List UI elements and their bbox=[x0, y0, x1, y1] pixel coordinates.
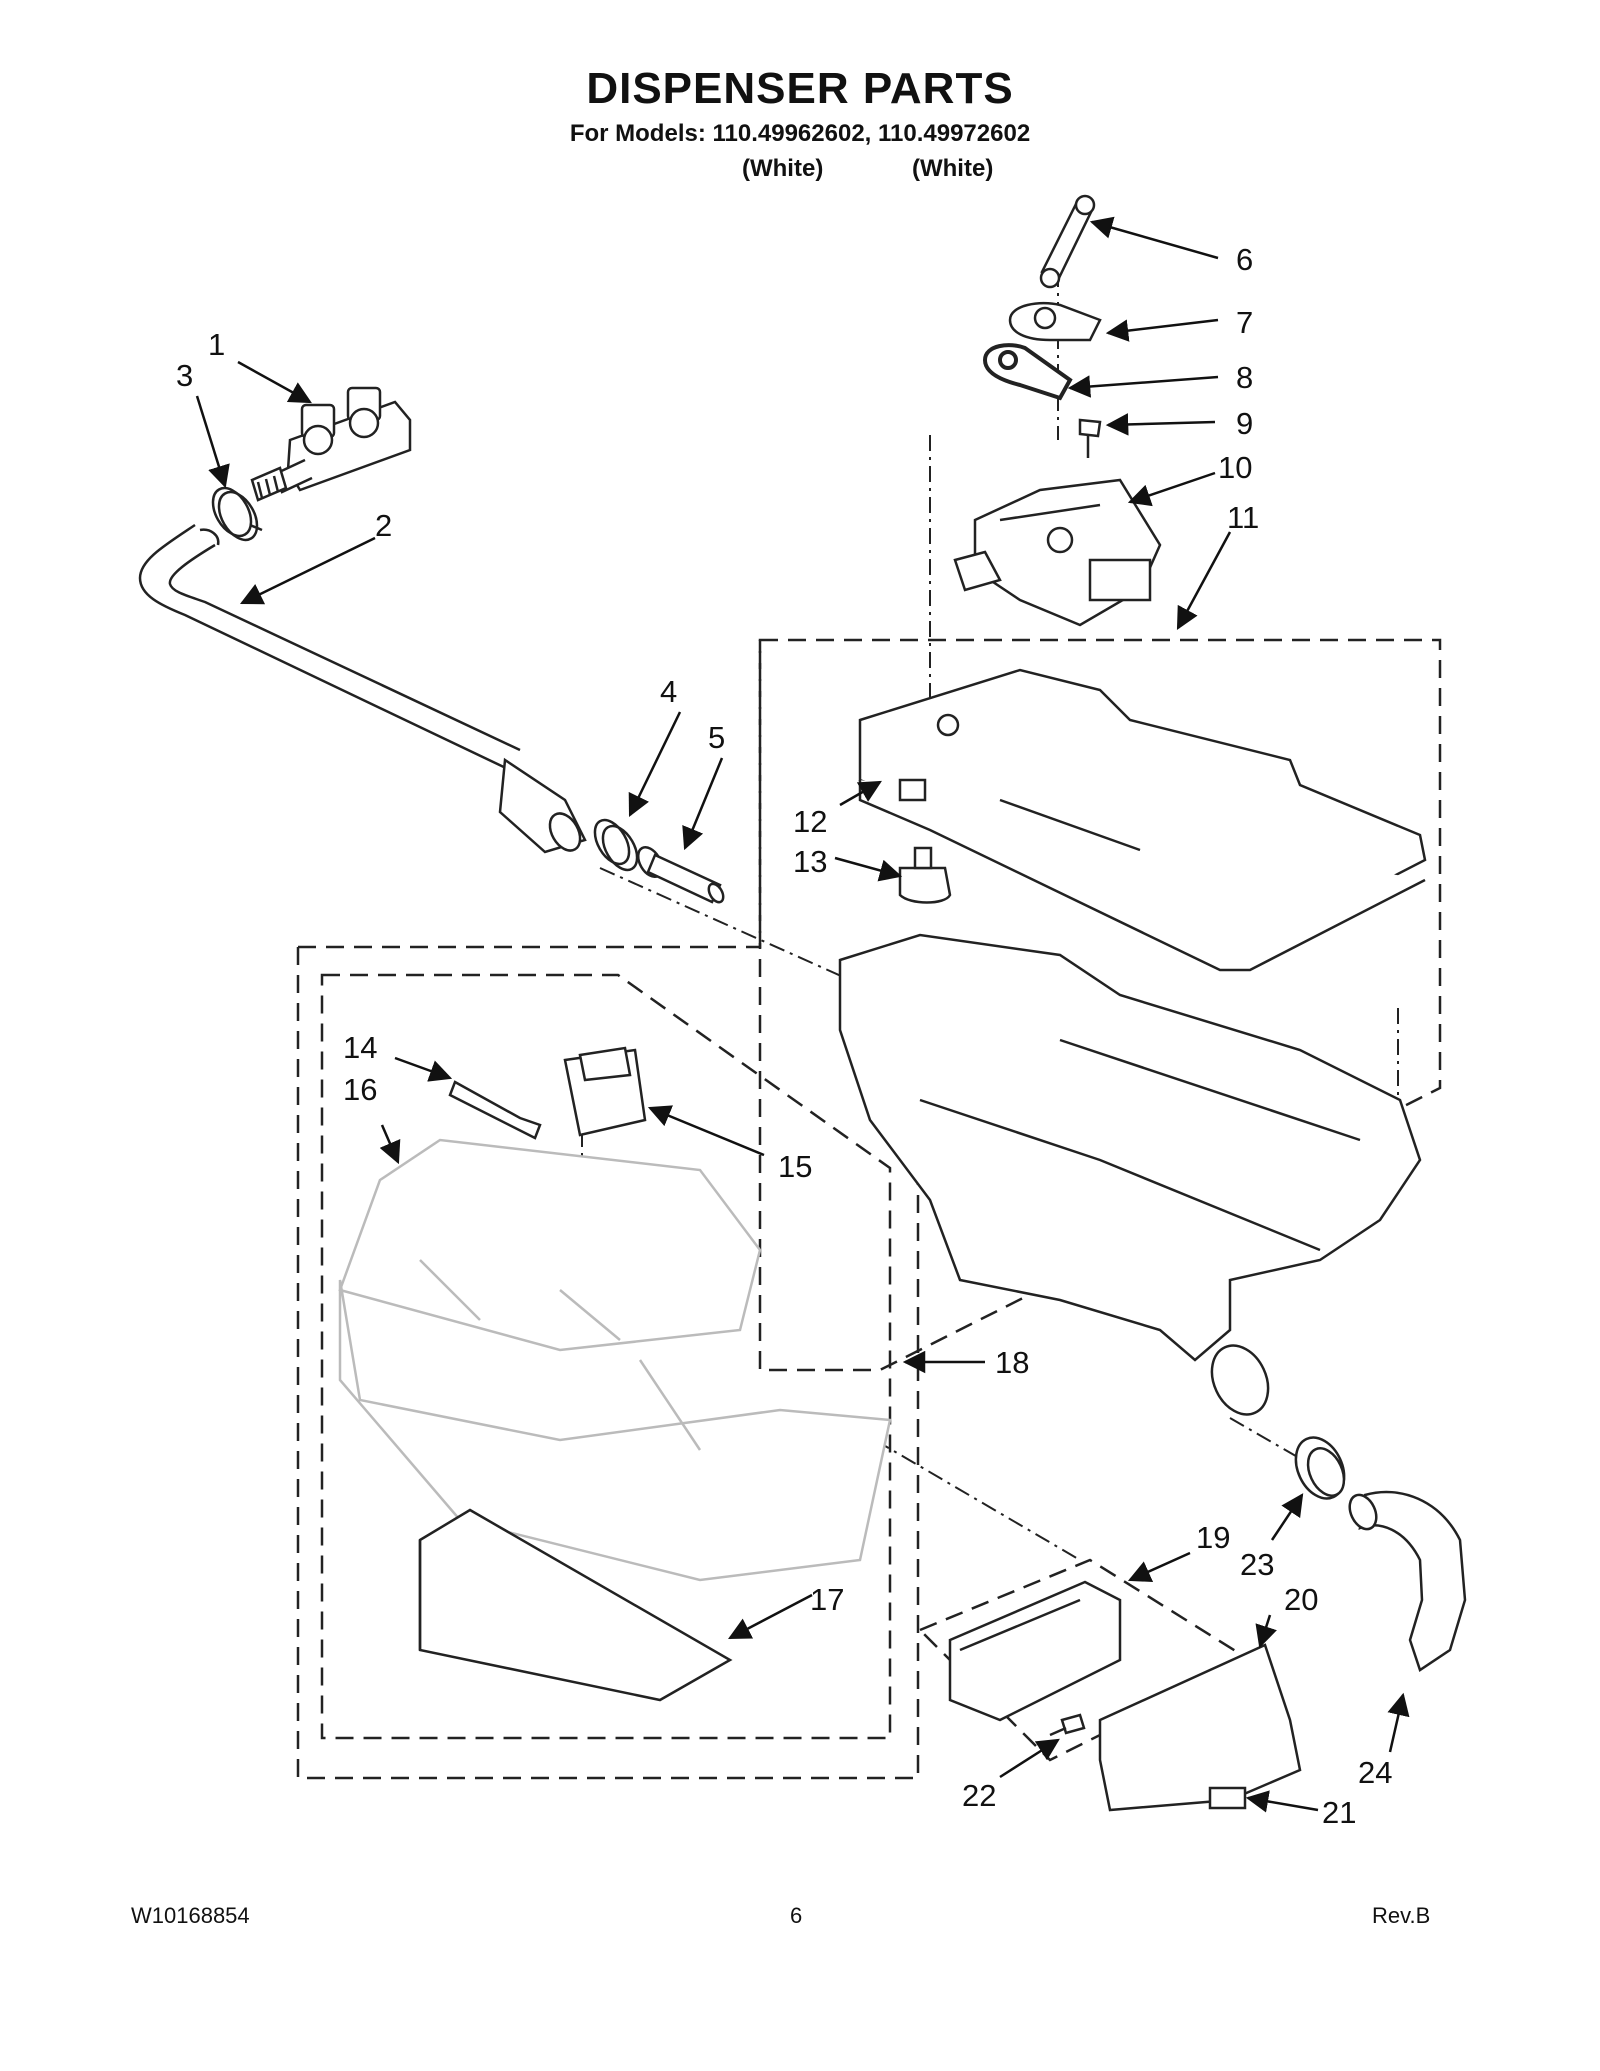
callout-arrows bbox=[195, 216, 1410, 1813]
arrow-20 bbox=[1255, 1614, 1277, 1649]
arrow-3 bbox=[195, 395, 230, 489]
part-2-hose bbox=[138, 523, 587, 854]
callout-23: 23 bbox=[1240, 1547, 1274, 1582]
callout-24: 24 bbox=[1358, 1755, 1392, 1790]
callout-labels: 1 2 3 4 5 6 7 8 9 10 11 12 13 14 16 15 1… bbox=[176, 242, 1392, 1830]
model-color-1: (White) bbox=[742, 155, 824, 182]
revision-label: Rev.B bbox=[1372, 1903, 1431, 1928]
callout-5: 5 bbox=[708, 720, 725, 755]
part-18-dispenser-housing bbox=[838, 933, 1422, 1416]
callout-19: 19 bbox=[1196, 1520, 1230, 1555]
part-20-drawer-front bbox=[1098, 1643, 1302, 1812]
part-13-knob bbox=[898, 846, 952, 904]
model-color-2: (White) bbox=[912, 155, 994, 182]
arrow-16 bbox=[379, 1124, 401, 1165]
arrow-9 bbox=[1105, 413, 1216, 436]
part-24-hose bbox=[1348, 1490, 1467, 1672]
callout-21: 21 bbox=[1322, 1795, 1356, 1830]
part-22-screw bbox=[1049, 1713, 1086, 1737]
part-21-label bbox=[1208, 1786, 1247, 1810]
callout-12: 12 bbox=[793, 804, 827, 839]
part-10-actuator bbox=[953, 478, 1162, 627]
arrow-21 bbox=[1245, 1790, 1319, 1813]
part-8-gasket-plate bbox=[982, 343, 1073, 401]
models-line: For Models: 110.49962602, 110.49972602 bbox=[569, 120, 1031, 147]
part-12-tab bbox=[898, 778, 927, 802]
arrow-5 bbox=[682, 757, 724, 851]
arrow-2 bbox=[239, 536, 376, 605]
callout-7: 7 bbox=[1236, 305, 1253, 340]
part-4-clamp bbox=[593, 818, 639, 872]
part-23-seal bbox=[1294, 1436, 1346, 1500]
callout-13: 13 bbox=[793, 844, 827, 879]
arrow-11 bbox=[1176, 531, 1232, 630]
part-14-clip bbox=[448, 1080, 542, 1140]
arrow-10 bbox=[1127, 471, 1216, 507]
callout-22: 22 bbox=[962, 1778, 996, 1813]
part-9-screw bbox=[1078, 418, 1102, 458]
arrow-24 bbox=[1387, 1692, 1410, 1753]
part-16-drawer-insert bbox=[338, 1138, 892, 1582]
callout-1: 1 bbox=[208, 327, 225, 362]
callout-20: 20 bbox=[1284, 1582, 1318, 1617]
callout-15: 16 bbox=[343, 1072, 377, 1107]
part-3-clamp bbox=[211, 486, 263, 542]
document-number: W10168854 bbox=[131, 1903, 250, 1928]
arrow-22 bbox=[999, 1738, 1060, 1779]
part-17-siphon-cap bbox=[418, 1508, 733, 1702]
callout-4: 4 bbox=[660, 674, 677, 709]
callout-9: 9 bbox=[1236, 406, 1253, 441]
arrow-17 bbox=[728, 1593, 813, 1640]
callout-6: 6 bbox=[1236, 242, 1253, 277]
page-number: 6 bbox=[790, 1903, 803, 1928]
arrow-14 bbox=[394, 1056, 453, 1082]
part-6-link-arm bbox=[1039, 194, 1096, 289]
arrow-23 bbox=[1270, 1493, 1304, 1541]
callout-16: 15 bbox=[778, 1149, 812, 1184]
callout-11: 11 bbox=[1227, 500, 1259, 535]
arrow-6 bbox=[1089, 216, 1219, 260]
part-19-drawer-handle bbox=[948, 1580, 1122, 1722]
callout-17: 17 bbox=[810, 1582, 844, 1617]
callout-3: 3 bbox=[176, 358, 193, 393]
part-1-water-valve bbox=[250, 386, 412, 502]
callout-2: 2 bbox=[375, 508, 392, 543]
callout-8: 8 bbox=[1236, 360, 1253, 395]
part-15-insert bbox=[563, 1046, 647, 1137]
arrow-1 bbox=[237, 360, 312, 404]
callout-18: 18 bbox=[995, 1345, 1029, 1380]
callout-14: 14 bbox=[343, 1030, 377, 1065]
part-5-nozzle bbox=[636, 846, 725, 904]
page-title: DISPENSER PARTS bbox=[586, 64, 1014, 113]
callout-10: 10 bbox=[1218, 450, 1252, 485]
part-11-dispenser-cover bbox=[858, 668, 1427, 972]
arrow-13 bbox=[834, 856, 903, 882]
arrow-19 bbox=[1127, 1551, 1191, 1582]
arrow-4 bbox=[628, 711, 682, 818]
arrow-12 bbox=[839, 780, 882, 807]
assembly-18-outer-boundary bbox=[296, 640, 920, 1780]
part-7-cam-plate bbox=[1008, 301, 1102, 342]
arrow-7 bbox=[1105, 318, 1219, 342]
arrow-15 bbox=[647, 1105, 765, 1157]
arrow-8 bbox=[1067, 375, 1219, 398]
